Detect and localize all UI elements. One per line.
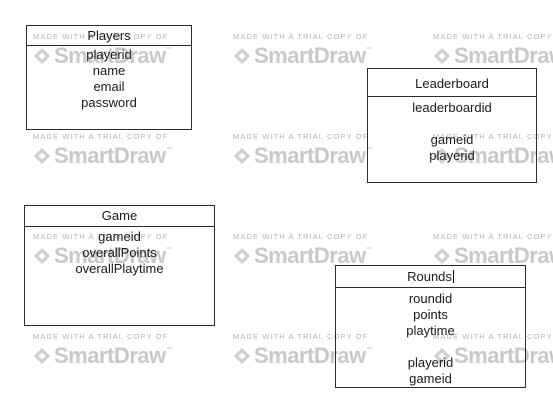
field-email: email [93,79,125,94]
entity-leaderboard[interactable]: Leaderboard leaderboardid gameid playeri… [367,68,537,183]
watermark-brand: SmartDraw [454,343,553,368]
watermark-trademark: ™ [165,47,172,53]
entity-title: Leaderboard [368,69,536,97]
smartdraw-logo-icon [433,347,451,365]
watermark-caption: MADE WITH A TRIAL COPY OF [233,132,369,141]
smartdraw-logo-icon [233,247,251,265]
smartdraw-logo-icon [233,347,251,365]
field-points: points [413,307,448,322]
watermark-brand: SmartDraw [254,343,366,368]
smartdraw-logo-icon [233,147,251,165]
watermark-caption: MADE WITH A TRIAL COPY OF [233,332,369,341]
field-roundid: roundid [408,291,453,306]
watermark-brand: SmartDraw [454,43,553,68]
watermark-brand: SmartDraw [454,243,553,268]
smartdraw-logo-icon [33,247,51,265]
field-password: password [81,95,137,110]
field-blank [368,116,536,132]
watermark-caption: MADE WITH A TRIAL COPY OF [33,132,169,141]
watermark-trademark: ™ [165,347,172,353]
field-playerid: playerid [429,148,475,163]
field-gameid: gameid [409,371,452,386]
field-leaderboardid: leaderboardid [412,100,492,115]
watermark-caption: MADE WITH A TRIAL COPY OF [433,232,553,241]
field-playerid: playerid [407,355,454,370]
watermark-brand: SmartDraw [254,143,366,168]
watermark-brand: SmartDraw [54,343,166,368]
watermark-caption: MADE WITH A TRIAL COPY OF [33,232,169,241]
watermark-trademark: ™ [165,247,172,253]
watermark-trademark: ™ [365,247,372,253]
field-overallpoints: overallPoints [82,245,157,260]
watermark-caption: MADE WITH A TRIAL COPY OF [433,132,553,141]
entity-fields: playerid name email password [27,46,191,111]
watermark-brand: SmartDraw [254,243,366,268]
watermark-trademark: ™ [165,147,172,153]
field-playerid: playerid [86,47,132,62]
field-name: name [92,63,126,78]
watermark-caption: MADE WITH A TRIAL COPY OF [33,32,169,41]
smartdraw-logo-icon [433,47,451,65]
watermark-trademark: ™ [365,147,372,153]
watermark-caption: MADE WITH A TRIAL COPY OF [233,232,369,241]
entity-players[interactable]: Players playerid name email password [26,25,192,130]
watermark-brand: SmartDraw [254,43,366,68]
watermark-caption: MADE WITH A TRIAL COPY OF [233,32,369,41]
entity-fields: gameid overallPoints overallPlaytime [25,227,214,277]
entity-title: Players [27,26,191,46]
field-gameid: gameid [98,229,141,244]
watermark-brand: SmartDraw [54,43,166,68]
field-blank [336,339,525,355]
entity-title: Game [25,206,214,227]
entity-game[interactable]: Game gameid overallPoints overallPlaytim… [24,205,215,326]
field-gameid: gameid [430,132,474,147]
smartdraw-logo-icon [33,347,51,365]
watermark-trademark: ™ [365,347,372,353]
smartdraw-logo-icon [433,247,451,265]
entity-title-text[interactable]: Rounds [407,269,452,284]
entity-fields: leaderboardid gameid playerid [368,97,536,164]
field-playtime: playtime [406,323,455,338]
watermark-brand: SmartDraw [54,243,166,268]
entity-fields: roundid points playtime playerid gameid [336,288,525,387]
text-cursor [452,270,454,283]
watermark-caption: MADE WITH A TRIAL COPY OF [433,332,553,341]
watermark-caption: MADE WITH A TRIAL COPY OF [33,332,169,341]
field-overallplaytime: overallPlaytime [75,261,164,276]
entity-title: Rounds [336,266,525,288]
smartdraw-logo-icon [233,47,251,65]
watermark-brand: SmartDraw [54,143,166,168]
smartdraw-logo-icon [33,47,51,65]
smartdraw-logo-icon [33,147,51,165]
watermark-trademark: ™ [365,47,372,53]
smartdraw-logo-icon [433,147,451,165]
watermark-caption: MADE WITH A TRIAL COPY OF [433,32,553,41]
entity-rounds[interactable]: Rounds roundid points playtime playerid … [335,265,526,388]
